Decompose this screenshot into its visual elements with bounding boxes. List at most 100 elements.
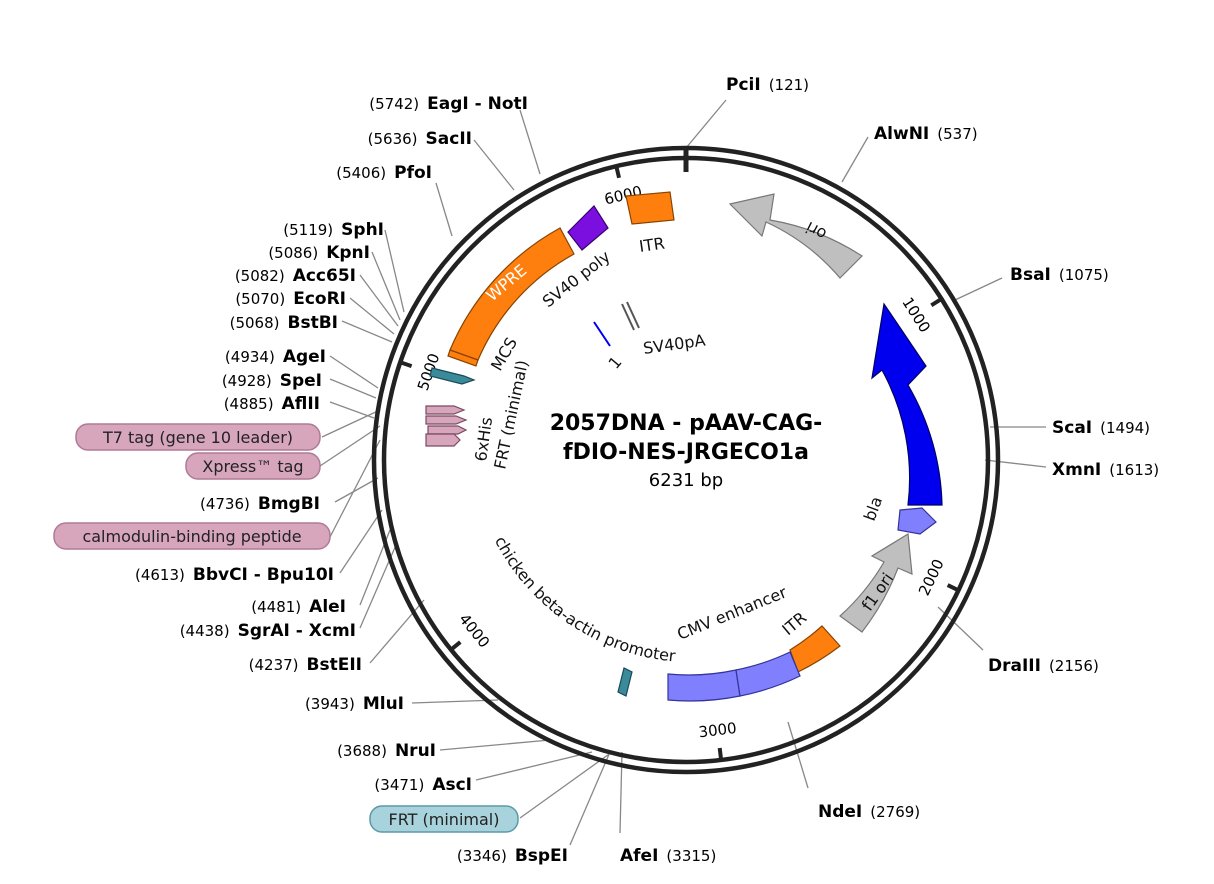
leader-afliii — [329, 401, 375, 419]
feature-itr-top[interactable] — [625, 191, 675, 225]
tick-4000 — [449, 640, 462, 652]
site-bsteii[interactable]: (4237)BstEII — [249, 655, 362, 675]
tick-2000 — [946, 583, 960, 593]
tick-5000 — [399, 360, 413, 369]
leader-ndei — [787, 721, 809, 789]
site-sgrai-xcmi[interactable]: (4438)SgrAI - XcmI — [180, 621, 356, 641]
feature-pill-labels: T7 tag (gene 10 leader) Xpress™ tag calm… — [53, 423, 519, 833]
site-asci[interactable]: (3471)AscI — [374, 775, 472, 795]
site-pcii[interactable]: PciI(121) — [726, 75, 809, 95]
site-scai[interactable]: ScaI(1494) — [1052, 418, 1150, 438]
site-ecori[interactable]: (5070)EcoRI — [235, 289, 346, 309]
leader-t7tag — [321, 409, 381, 438]
feature-ori[interactable] — [728, 193, 863, 279]
site-afei[interactable]: AfeI(3315) — [620, 846, 716, 866]
tick-label-2000: 2000 — [915, 556, 948, 598]
label-cba-promoter: chicken beta-actin promoter — [491, 533, 677, 666]
tick-3000 — [717, 747, 724, 761]
pill-t7-tag-text: T7 tag (gene 10 leader) — [102, 428, 293, 447]
pill-xpress-tag-bg — [185, 452, 321, 480]
feature-cmv-enhancer-a[interactable] — [667, 669, 741, 702]
leader-frt-bottom — [519, 751, 613, 819]
feature-wpre[interactable] — [449, 227, 575, 361]
pill-cbp-bg — [53, 522, 331, 550]
leader-pcii — [685, 99, 727, 149]
site-sphi[interactable]: (5119)SphI — [283, 220, 384, 240]
pill-xpress-tag[interactable]: Xpress™ tag — [185, 452, 321, 480]
feature-cmv-enhancer-b[interactable] — [735, 651, 801, 697]
pill-xpress-tag-text: Xpress™ tag — [202, 457, 303, 476]
feature-t7-tag[interactable] — [425, 405, 466, 415]
restriction-site-labels: PciI(121) AlwNI(537) BsaI(1075) ScaI(149… — [135, 75, 1159, 866]
leader-ecori — [349, 297, 395, 335]
site-xmni[interactable]: XmnI(1613) — [1052, 460, 1159, 480]
site-alwni[interactable]: AlwNI(537) — [874, 124, 978, 144]
site-draiii[interactable]: DraIII(2156) — [988, 656, 1099, 676]
site-afliii[interactable]: (4885)AflII — [224, 394, 320, 414]
site-agei[interactable]: (4934)AgeI — [225, 347, 326, 367]
pill-frt-bg — [369, 805, 519, 833]
leader-mlui — [411, 699, 499, 704]
feature-sv40pa-mark-b — [626, 301, 640, 329]
leader-xpress — [319, 425, 381, 467]
pill-t7-tag[interactable]: T7 tag (gene 10 leader) — [75, 423, 321, 451]
plasmid-title-block: 2057DNA - pAAV-CAG- fDIO-NES-JRGECO1a 62… — [550, 411, 823, 491]
site-alei[interactable]: (4481)AleI — [251, 597, 346, 617]
site-bstbi[interactable]: (5068)BstBI — [230, 313, 338, 333]
tick-label-1000: 1000 — [898, 294, 934, 336]
site-eagi-noti[interactable]: (5742)EagI - NotI — [369, 94, 528, 114]
feature-xpress-tag[interactable] — [425, 415, 468, 425]
feature-sv40-poly[interactable] — [567, 205, 609, 251]
leader-spei — [329, 378, 377, 399]
feature-sv40pa-mark-a — [621, 303, 635, 331]
leader-bstbi — [341, 320, 393, 343]
label-origin-one: 1 — [605, 353, 626, 373]
pill-t7-tag-bg — [75, 423, 321, 451]
feature-bla[interactable] — [897, 507, 937, 535]
leader-nrui — [439, 739, 551, 751]
leader-bbvci — [339, 509, 383, 574]
tick-label-3000: 3000 — [698, 719, 738, 741]
leader-cbp — [329, 439, 381, 538]
leader-xmni — [984, 459, 1047, 468]
site-bmgbi[interactable]: (4736)BmgBI — [200, 494, 320, 514]
feature-mcs[interactable] — [429, 367, 476, 385]
leader-eagi — [519, 109, 541, 175]
pill-cbp-text: calmodulin-binding peptide — [82, 527, 301, 546]
plasmid-name-line2: fDIO-NES-JRGECO1a — [563, 440, 809, 465]
site-pfoi[interactable]: (5406)PfoI — [336, 163, 432, 183]
site-ndei[interactable]: NdeI(2769) — [818, 802, 920, 822]
pill-frt-text: FRT (minimal) — [389, 810, 500, 829]
leader-bspei — [569, 751, 611, 846]
label-frt-minimal: FRT (minimal) — [490, 358, 532, 470]
leader-asci — [475, 751, 593, 781]
pill-frt-minimal[interactable]: FRT (minimal) — [369, 805, 519, 833]
site-nrui[interactable]: (3688)NruI — [337, 741, 436, 761]
leader-bmgbi — [334, 477, 379, 503]
leader-kpni — [371, 251, 401, 321]
site-bspei[interactable]: (3346)BspEI — [457, 846, 568, 866]
feature-cba-promoter[interactable] — [617, 667, 633, 697]
feature-ampr[interactable] — [871, 302, 943, 506]
site-kpni[interactable]: (5086)KpnI — [268, 243, 370, 263]
site-bsai[interactable]: BsaI(1075) — [1010, 265, 1109, 285]
features — [425, 191, 943, 702]
site-bbvci-bpu10i[interactable]: (4613)BbvCI - Bpu10I — [135, 565, 334, 585]
site-sacii[interactable]: (5636)SacII — [368, 129, 472, 149]
tick-6000 — [614, 165, 622, 179]
plasmid-name-line1: 2057DNA - pAAV-CAG- — [550, 411, 823, 436]
feature-f1-ori[interactable] — [839, 532, 913, 633]
site-mlui[interactable]: (3943)MluI — [305, 694, 404, 714]
feature-frt-minimal[interactable] — [425, 433, 461, 447]
label-itr-top: ITR — [638, 234, 666, 256]
feature-wpre-end — [447, 349, 479, 367]
feature-6xhis[interactable] — [427, 425, 468, 435]
leader-sphi — [384, 229, 405, 313]
pill-calmodulin-binding-peptide[interactable]: calmodulin-binding peptide — [53, 522, 331, 550]
tick-label-4000: 4000 — [455, 610, 493, 651]
site-acc65i[interactable]: (5082)Acc65I — [235, 266, 356, 286]
leader-sacii — [473, 139, 515, 191]
site-spei[interactable]: (4928)SpeI — [222, 371, 322, 391]
leader-acc65i — [359, 274, 399, 327]
feature-itr-bottom[interactable] — [789, 625, 841, 673]
